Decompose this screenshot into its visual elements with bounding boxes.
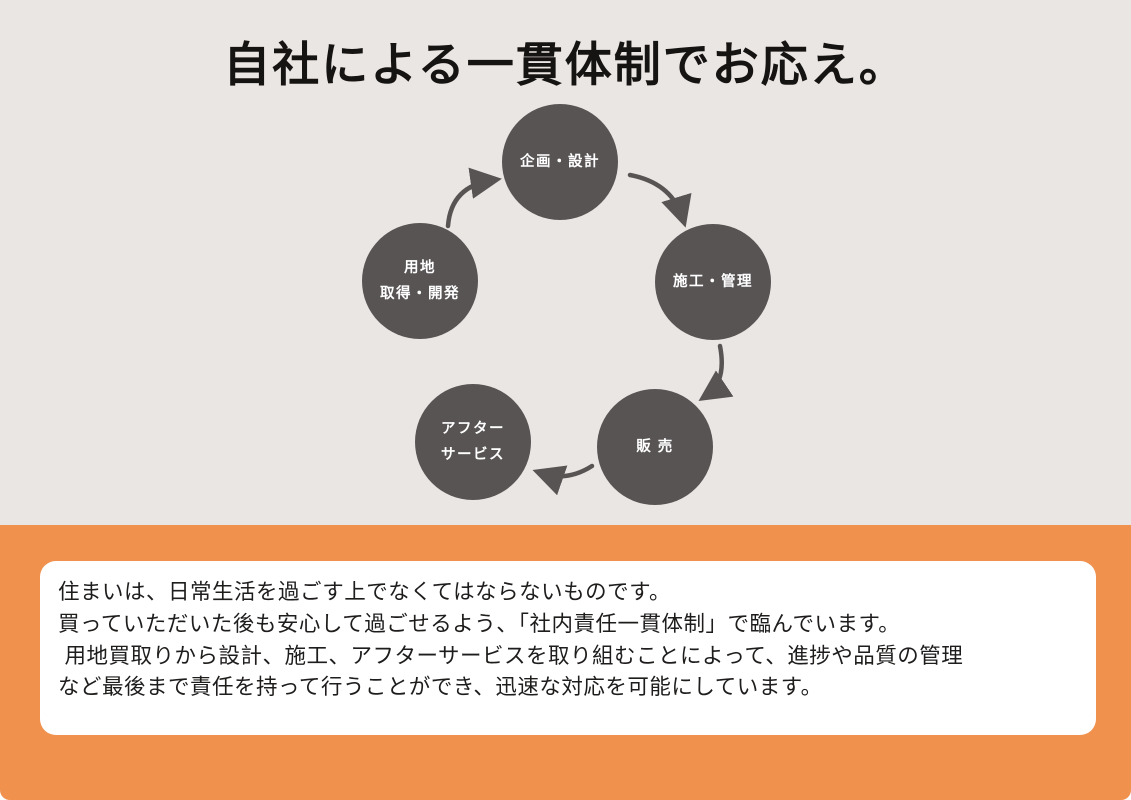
description-text: 住まいは、日常生活を過ごす上でなくてはならないものです。 買っていただいた後も安… — [58, 577, 1078, 704]
circle-sales-label: 販 売 — [636, 438, 674, 455]
cycle-diagram-section: 自社による一貫体制でお応え。 企画・設計 施工・管理 販 売 アフター サービス — [223, 38, 908, 505]
circle-construction-management: 施工・管理 — [655, 224, 771, 340]
circle-construction-label: 施工・管理 — [673, 273, 753, 290]
circle-land-acquisition: 用地 取得・開発 — [362, 223, 478, 339]
arrow-sales-to-after-icon — [532, 463, 595, 496]
arrow-construction-to-sales-icon — [698, 343, 734, 401]
description-line-2: 買っていただいた後も安心して過ごせるよう、「社内責任一貫体制」で臨んでいます。 — [58, 611, 901, 636]
circle-land-label-line1: 用地 — [404, 259, 436, 276]
circle-planning-label: 企画・設計 — [520, 153, 600, 170]
description-line-4: など最後まで責任を持って行うことができ、迅速な対応を可能にしています。 — [58, 675, 823, 700]
circle-after-label-line1: アフター — [441, 420, 505, 437]
arrow-land-to-planning-icon — [445, 167, 502, 229]
circle-planning-design: 企画・設計 — [502, 104, 618, 220]
circle-land-label-line2: 取得・開発 — [380, 286, 460, 302]
arrow-planning-to-construction-icon — [627, 172, 692, 228]
info-section: 住まいは、日常生活を過ごす上でなくてはならないものです。 買っていただいた後も安… — [0, 525, 1131, 800]
cycle-arrows — [445, 167, 734, 496]
description-panel: 住まいは、日常生活を過ごす上でなくてはならないものです。 買っていただいた後も安… — [40, 561, 1096, 735]
circle-sales: 販 売 — [597, 389, 713, 505]
description-line-1: 住まいは、日常生活を過ごす上でなくてはならないものです。 — [58, 580, 671, 604]
description-line-3: 用地買取りから設計、施工、アフターサービスを取り組むことによって、進捗や品質の管… — [58, 643, 964, 668]
circle-after-service: アフター サービス — [415, 384, 531, 500]
page-title: 自社による一貫体制でお応え。 — [223, 38, 908, 91]
circle-after-label-line2: サービス — [441, 447, 505, 463]
